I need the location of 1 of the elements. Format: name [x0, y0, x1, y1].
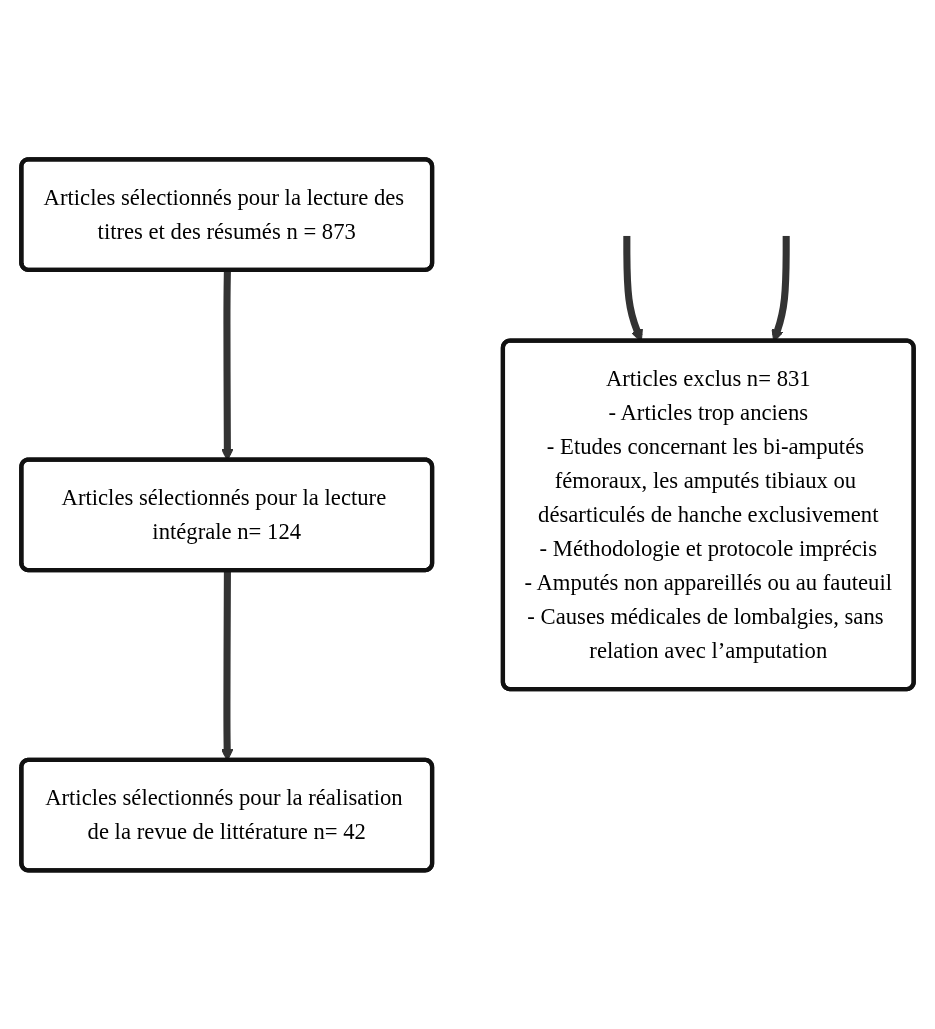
arrow — [220, 570, 234, 761]
